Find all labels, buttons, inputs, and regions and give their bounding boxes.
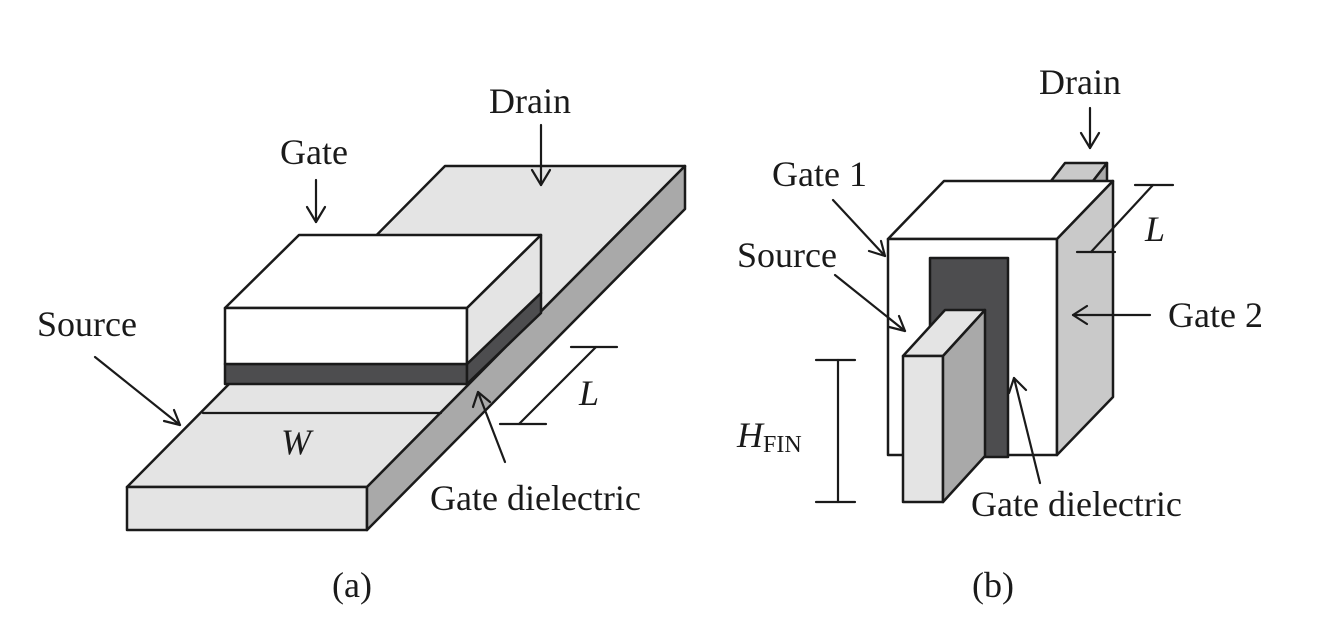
gate1-label: Gate 1	[772, 154, 867, 194]
caption-b: (b)	[972, 565, 1014, 605]
gate-front-face	[223, 306, 469, 366]
source-label-a: Source	[37, 304, 137, 344]
gate-dielectric-arrowhead-a	[471, 390, 492, 409]
gate1-arrowhead	[867, 239, 887, 258]
substrate-right-face	[365, 164, 687, 532]
hfin-label: HFIN	[736, 415, 802, 458]
caption-a: (a)	[332, 565, 372, 605]
source-arrowhead-b	[887, 314, 907, 333]
width-label-a: W	[281, 422, 314, 462]
panel-a-planar-mosfet: Drain Gate Source W L Gate dielectric (a…	[37, 81, 687, 605]
gate-dielectric-label-b: Gate dielectric	[971, 484, 1182, 524]
gate-dielectric-front	[223, 362, 469, 386]
hfin-subscript: FIN	[763, 432, 802, 458]
length-dim-line-a	[517, 345, 598, 426]
drain-label-b: Drain	[1039, 62, 1121, 102]
gate-dielectric-label-a: Gate dielectric	[430, 478, 641, 518]
gate-dielectric-arrow-b	[1012, 376, 1042, 485]
source-arrow-b	[833, 273, 907, 333]
gate2-label: Gate 2	[1168, 295, 1263, 335]
source-arrowhead-a	[162, 408, 182, 427]
gate-arrowhead-a	[305, 205, 327, 224]
gate-label-a: Gate	[280, 132, 348, 172]
gate2-arrowhead	[1071, 304, 1089, 326]
hfin-main: H	[736, 415, 765, 455]
drain-label-a: Drain	[489, 81, 571, 121]
gate-side-face	[465, 233, 543, 366]
gate-dielectric-arrow-a	[476, 390, 507, 464]
gate2-side-face	[1055, 179, 1115, 457]
drain-arrowhead-a	[530, 168, 552, 187]
panel-b-finfet: Drain Gate 1 Source L Gate 2 HFIN Gate d…	[736, 62, 1263, 605]
source-label-b: Source	[737, 235, 837, 275]
source-fin-side	[941, 308, 987, 504]
source-fin-front	[901, 354, 945, 504]
drain-arrowhead-b	[1079, 131, 1101, 150]
gate-dielectric-arrowhead-b	[1007, 376, 1028, 395]
gate1-arrow	[831, 198, 887, 258]
substrate-front-face	[125, 485, 369, 532]
length-label-b: L	[1144, 209, 1165, 249]
length-label-a: L	[578, 373, 599, 413]
length-dim-line-b	[1089, 183, 1155, 254]
source-arrow-a	[93, 355, 182, 427]
